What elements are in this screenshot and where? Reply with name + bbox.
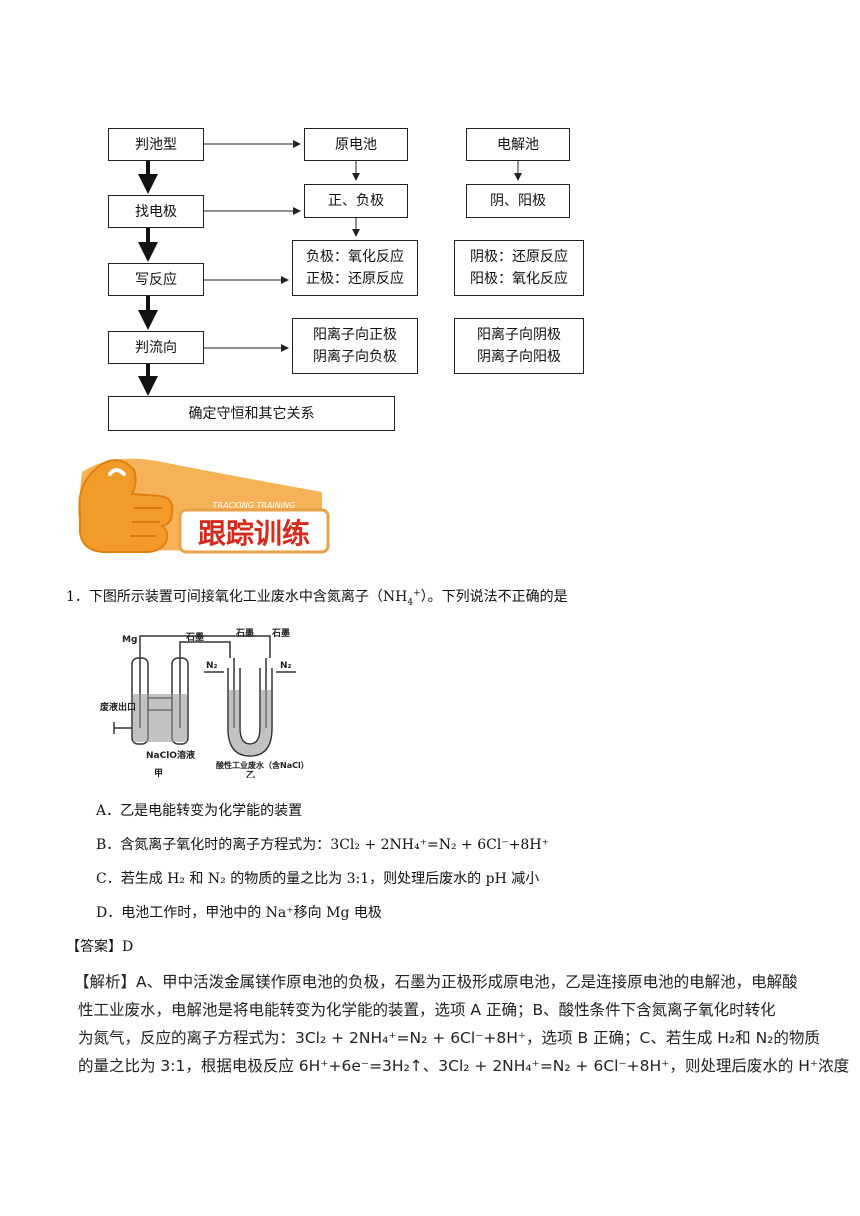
label-yi: 乙 <box>246 770 255 778</box>
flow-left-step-2-label: 找电极 <box>135 203 177 220</box>
label-jia: 甲 <box>154 768 163 778</box>
flow-left-step-1-label: 判池型 <box>135 136 177 153</box>
banner-title: 跟踪训练 <box>198 517 310 550</box>
analysis-line-2: 性工业废水，电解池是将电能转变为化学能的装置，选项 A 正确；B、酸性条件下含氮… <box>78 1001 776 1019</box>
electrolytic-reaction-line-1: 阴极：还原反应 <box>470 249 568 265</box>
analysis-line-4: 的量之比为 3:1，根据电极反应 6H⁺+6e⁻=3H₂↑、3Cl₂ + 2NH… <box>78 1057 850 1075</box>
banner-subtitle: TRACKING TRAINING <box>213 501 296 510</box>
galvanic-type-box: 原电池 <box>304 128 408 161</box>
electrolytic-reaction-box: 阴极：还原反应 阳极：氧化反应 <box>454 240 584 296</box>
question-stem-sub: 4 <box>407 597 414 608</box>
galvanic-electrode-box: 正、负极 <box>304 184 408 218</box>
electrolytic-flow-line-2: 阴离子向阳极 <box>477 349 561 365</box>
flow-left-step-3: 写反应 <box>108 263 204 296</box>
answer-line: 【答案】D <box>66 939 134 955</box>
galvanic-flow-box: 阳离子向正极 阴离子向负极 <box>292 318 418 374</box>
analysis-line-1: 【解析】A、甲中活泼金属镁作原电池的负极，石墨为正极形成原电池，乙是连接原电池的… <box>74 973 798 991</box>
electrolytic-type-label: 电解池 <box>497 136 539 153</box>
electrolytic-reaction-line-2: 阳极：氧化反应 <box>470 271 568 287</box>
galvanic-flow-line-2: 阴离子向负极 <box>313 349 397 365</box>
electrolytic-flow-box: 阳离子向阴极 阴离子向阳极 <box>454 318 584 374</box>
label-graphite-2: 石墨 <box>235 628 254 639</box>
flow-left-step-2: 找电极 <box>108 195 204 228</box>
electrolytic-type-box: 电解池 <box>466 128 570 161</box>
galvanic-reaction-line-2: 正极：还原反应 <box>306 271 404 287</box>
analysis-block: 【解析】A、甲中活泼金属镁作原电池的负极，石墨为正极形成原电池，乙是连接原电池的… <box>74 968 850 1080</box>
flow-left-step-4-label: 判流向 <box>135 339 177 356</box>
electrolytic-electrode-label: 阴、阳极 <box>490 193 546 209</box>
option-b: B．含氮离子氧化时的离子方程式为：3Cl₂ + 2NH₄⁺=N₂ + 6Cl⁻+… <box>96 837 549 853</box>
flow-bottom-box: 确定守恒和其它关系 <box>108 396 395 431</box>
galvanic-flow-line-1: 阳离子向正极 <box>313 327 397 343</box>
question-stem: 1．下图所示装置可间接氧化工业废水中含氮离子（NH4+）。下列说法不正确的是 <box>66 586 568 608</box>
label-n2-left: N₂ <box>206 661 218 671</box>
option-c: C．若生成 H₂ 和 N₂ 的物质的量之比为 3:1，则处理后废水的 pH 减小 <box>96 871 540 887</box>
option-a: A．乙是电能转变为化学能的装置 <box>96 803 303 819</box>
option-d: D．电池工作时，甲池中的 Na⁺移向 Mg 电极 <box>96 905 382 921</box>
tracking-training-banner: TRACKING TRAINING 跟踪训练 <box>72 452 334 562</box>
galvanic-electrode-label: 正、负极 <box>328 193 384 209</box>
question-stem-text: 1．下图所示装置可间接氧化工业废水中含氮离子（NH <box>66 589 408 605</box>
label-outlet: 废液出口 <box>100 701 136 713</box>
galvanic-type-label: 原电池 <box>335 136 377 153</box>
label-graphite-3: 石墨 <box>271 628 290 639</box>
flow-left-step-3-label: 写反应 <box>135 271 177 288</box>
label-n2-right: N₂ <box>280 661 292 671</box>
thumbs-up-icon: TRACKING TRAINING 跟踪训练 <box>78 458 330 554</box>
question-stem-end: ）。下列说法不正确的是 <box>420 589 568 605</box>
label-naclo: NaClO溶液 <box>146 749 196 761</box>
electrolytic-flow-line-1: 阳离子向阴极 <box>477 327 561 343</box>
flow-bottom-label: 确定守恒和其它关系 <box>188 405 315 422</box>
flow-left-step-4: 判流向 <box>108 331 204 364</box>
question-stem-sup: + <box>413 588 421 599</box>
label-mg: Mg <box>122 635 137 645</box>
galvanic-reaction-box: 负极：氧化反应 正极：还原反应 <box>292 240 418 296</box>
flow-left-step-1: 判池型 <box>108 128 204 161</box>
analysis-line-3: 为氮气，反应的离子方程式为：3Cl₂ + 2NH₄⁺=N₂ + 6Cl⁻+8H⁺… <box>78 1029 820 1047</box>
label-wastewater: 酸性工业废水（含NaCl） <box>216 760 309 770</box>
galvanic-reaction-line-1: 负极：氧化反应 <box>306 249 404 265</box>
label-graphite-1: 石墨 <box>185 632 204 643</box>
electrolytic-electrode-box: 阴、阳极 <box>466 184 570 218</box>
flowchart-connectors <box>138 140 522 396</box>
electrolysis-apparatus-figure: Mg 石墨 石墨 石墨 N₂ N₂ 废液出口 NaClO溶液 酸性工业废水（含N… <box>100 628 309 778</box>
